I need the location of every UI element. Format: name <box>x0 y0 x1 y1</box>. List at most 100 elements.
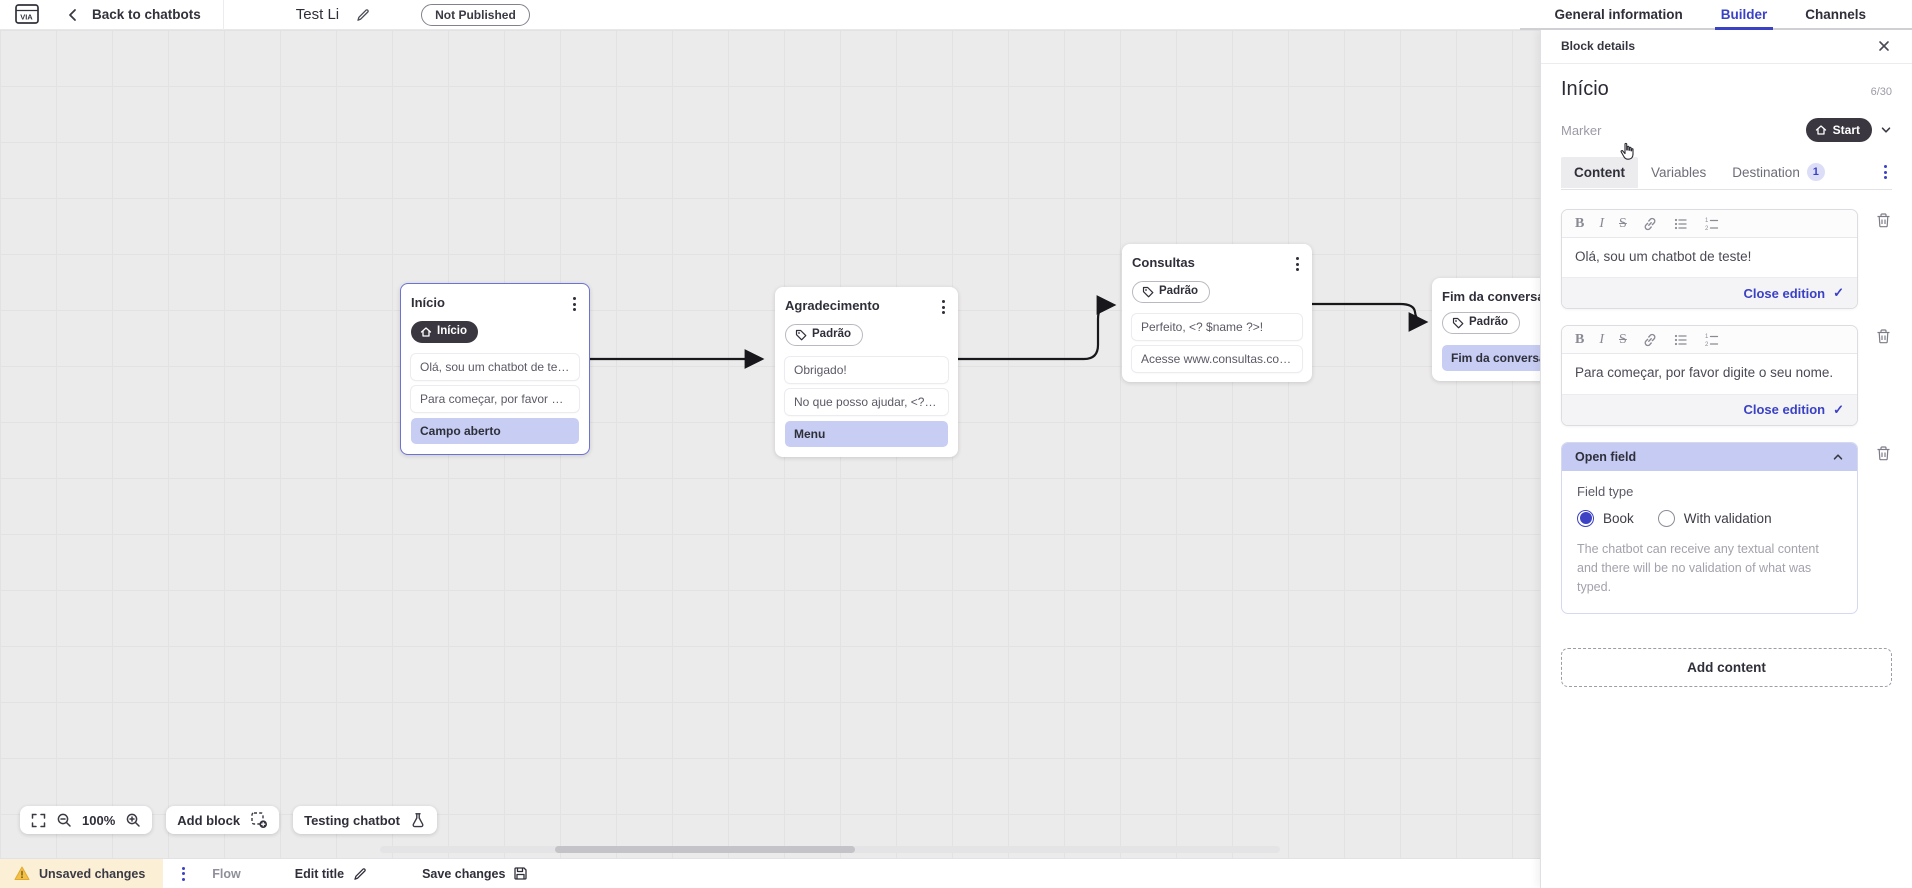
link-icon[interactable] <box>1642 332 1658 348</box>
canvas-controls: 100% Add block Testing chatbot <box>20 806 437 834</box>
italic-icon[interactable]: I <box>1599 332 1605 348</box>
tab-variables[interactable]: Variables <box>1651 164 1707 180</box>
flow-block-inicio[interactable]: Início Início Olá, sou um chatbot de tes… <box>400 283 590 455</box>
open-field-header[interactable]: Open field <box>1562 442 1857 471</box>
divider <box>222 0 224 30</box>
strikethrough-icon[interactable]: S <box>1619 216 1627 231</box>
check-icon: ✓ <box>1833 401 1844 417</box>
panel-menu-icon[interactable] <box>1881 163 1890 181</box>
block-marker-start: Início <box>411 321 479 343</box>
trash-icon[interactable] <box>1875 212 1892 229</box>
app-logo[interactable]: VIA <box>14 2 40 28</box>
block-menu-icon[interactable] <box>570 295 579 313</box>
block-menu-icon[interactable] <box>939 298 948 316</box>
block-row[interactable]: Para começar, por favor digite o ... <box>411 386 579 412</box>
block-marker-default: Padrão <box>1442 312 1520 334</box>
warning-icon <box>14 866 30 881</box>
publish-status-badge: Not Published <box>421 3 530 26</box>
back-to-chatbots-button[interactable]: Back to chatbots <box>66 7 201 22</box>
flow-block-consultas[interactable]: Consultas Padrão Perfeito, <? $name ?>! … <box>1122 244 1312 382</box>
radio-selected-icon <box>1577 509 1594 527</box>
bullet-list-icon[interactable] <box>1673 216 1689 232</box>
radio-with-validation[interactable]: With validation <box>1657 509 1772 527</box>
back-label: Back to chatbots <box>92 7 201 22</box>
block-title: Início <box>411 295 445 310</box>
editor-text[interactable]: Para começar, por favor digite o seu nom… <box>1562 354 1857 394</box>
tab-channels[interactable]: Channels <box>1805 7 1866 22</box>
chevron-left-icon <box>66 8 80 22</box>
tab-content[interactable]: Content <box>1561 156 1638 188</box>
trash-icon[interactable] <box>1875 445 1892 462</box>
chatbot-title-group: Test Li <box>296 6 371 23</box>
block-row[interactable]: Olá, sou um chatbot de teste! <box>411 354 579 380</box>
block-row[interactable]: No que posso ajudar, <? $name ... <box>785 389 948 415</box>
block-row-menu[interactable]: Menu <box>785 421 948 447</box>
home-icon <box>420 326 432 338</box>
block-row[interactable]: Perfeito, <? $name ?>! <box>1132 314 1302 340</box>
save-icon <box>513 866 528 881</box>
pencil-icon <box>352 866 368 882</box>
testing-chatbot-button[interactable]: Testing chatbot <box>293 806 437 834</box>
unsaved-changes-label: Unsaved changes <box>39 866 146 881</box>
svg-text:2: 2 <box>1705 342 1709 348</box>
chevron-down-icon <box>1880 124 1892 136</box>
block-title: Fim da conversa <box>1442 289 1540 304</box>
tag-icon <box>795 329 807 341</box>
add-content-button[interactable]: Add content <box>1561 647 1892 687</box>
tag-icon <box>1452 317 1464 329</box>
status-bar: Unsaved changes Flow Edit title Save cha… <box>0 858 1540 888</box>
link-icon[interactable] <box>1642 216 1658 232</box>
block-name-input[interactable]: Início <box>1561 78 1609 100</box>
horizontal-scrollbar-thumb[interactable] <box>555 846 855 853</box>
editor-text[interactable]: Olá, sou um chatbot de teste! <box>1562 238 1857 278</box>
block-row[interactable]: Acesse www.consultas.com par... <box>1132 346 1302 372</box>
edit-title-icon[interactable] <box>355 7 371 23</box>
chevron-up-icon <box>1832 451 1844 463</box>
zoom-out-icon[interactable] <box>56 812 72 828</box>
bullet-list-icon[interactable] <box>1673 332 1689 348</box>
save-changes-button[interactable]: Save changes <box>422 866 528 881</box>
bold-icon[interactable]: B <box>1575 216 1585 231</box>
flask-icon <box>410 812 426 828</box>
bold-icon[interactable]: B <box>1575 332 1585 348</box>
italic-icon[interactable]: I <box>1599 216 1605 231</box>
chatbot-title[interactable]: Test Li <box>295 6 340 23</box>
add-block-button[interactable]: Add block <box>166 806 280 834</box>
flow-canvas[interactable]: Início Início Olá, sou um chatbot de tes… <box>0 30 1540 858</box>
field-type-label: Field type <box>1577 483 1634 499</box>
status-menu-icon[interactable] <box>179 865 188 883</box>
marker-select[interactable]: Start <box>1805 118 1892 142</box>
block-row-end[interactable]: Fim da conversa <box>1442 345 1540 371</box>
edit-title-button[interactable]: Edit title <box>295 866 368 882</box>
horizontal-scrollbar <box>380 846 1280 853</box>
close-icon[interactable] <box>1876 38 1892 54</box>
trash-icon[interactable] <box>1875 328 1892 345</box>
close-edition-button[interactable]: Close edition ✓ <box>1562 277 1857 309</box>
unsaved-changes-indicator: Unsaved changes <box>0 859 164 888</box>
fullscreen-icon[interactable] <box>31 813 46 828</box>
strikethrough-icon[interactable]: S <box>1619 332 1627 348</box>
radio-book[interactable]: Book <box>1577 509 1634 527</box>
top-bar: VIA Back to chatbots Test Li Not Publish… <box>0 0 1912 30</box>
tab-general-information[interactable]: General information <box>1554 7 1683 22</box>
flow-block-agradecimento[interactable]: Agradecimento Padrão Obrigado! No que po… <box>775 287 958 457</box>
zoom-in-icon[interactable] <box>125 812 141 828</box>
connector-agradecimento-consultas <box>956 295 1117 361</box>
flow-block-fim-da-conversa[interactable]: Fim da conversa Padrão Fim da conversa <box>1432 278 1540 381</box>
tab-destination[interactable]: Destination 1 <box>1719 155 1838 189</box>
svg-text:1: 1 <box>1705 334 1709 340</box>
block-title: Agradecimento <box>785 298 880 313</box>
block-row[interactable]: Obrigado! <box>785 357 948 383</box>
tab-builder[interactable]: Builder <box>1714 0 1773 30</box>
block-menu-icon[interactable] <box>1293 255 1302 273</box>
block-row-open-field[interactable]: Campo aberto <box>411 418 579 444</box>
zoom-level: 100% <box>82 812 116 828</box>
check-icon: ✓ <box>1833 285 1844 301</box>
home-icon <box>1815 124 1827 136</box>
close-edition-button[interactable]: Close edition ✓ <box>1562 393 1857 425</box>
